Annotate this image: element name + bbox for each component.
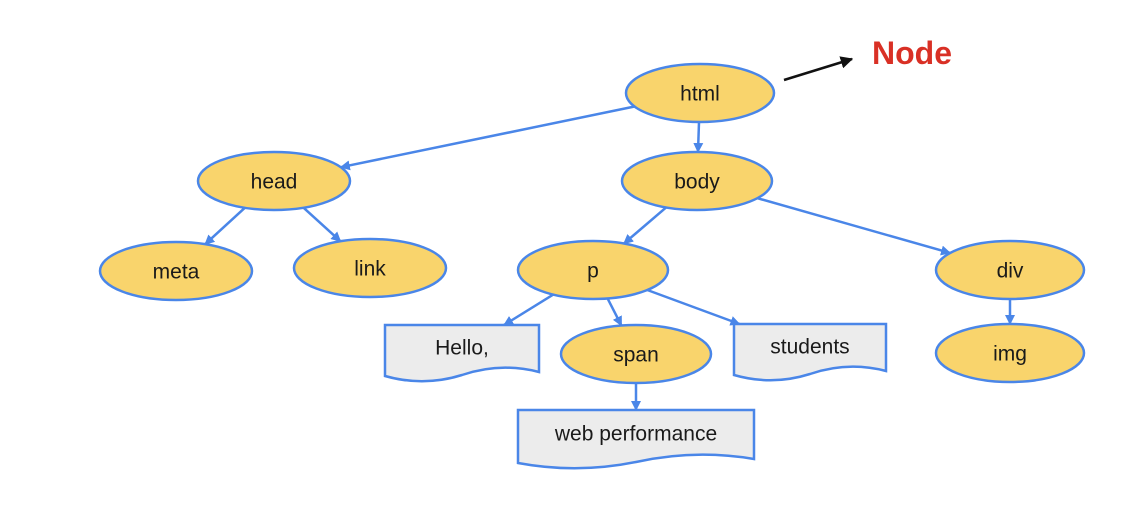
node-label: html — [680, 83, 720, 106]
node-label: span — [613, 344, 659, 367]
node-html: html — [624, 62, 776, 124]
node-webperf: web performance — [516, 408, 756, 470]
node-label: meta — [153, 261, 200, 284]
edges — [204, 105, 1015, 411]
node-body: body — [620, 150, 774, 212]
element-node-shape — [516, 239, 670, 301]
node-label: div — [997, 260, 1024, 283]
text-node-shape — [383, 323, 541, 383]
node-link: link — [292, 237, 448, 299]
edge-html-to-body — [693, 121, 704, 154]
node-label: img — [993, 343, 1027, 366]
callout-label: Node — [872, 35, 952, 71]
element-node-shape — [934, 239, 1086, 301]
node-students: students — [732, 322, 888, 382]
text-node-shape — [732, 322, 888, 382]
edge-body-to-p — [623, 206, 667, 245]
node-label: Hello, — [435, 337, 489, 360]
node-label: web performance — [554, 423, 717, 446]
edge-p-to-hello — [503, 293, 554, 327]
element-node-shape — [620, 150, 774, 212]
node-label: p — [587, 260, 599, 283]
element-node-shape — [196, 150, 352, 212]
node-hello: Hello, — [383, 323, 541, 383]
element-node-shape — [98, 240, 254, 302]
node-label: body — [674, 171, 720, 194]
node-div: div — [934, 239, 1086, 301]
edge-p-to-students — [646, 288, 741, 326]
node-head: head — [196, 150, 352, 212]
edge-head-to-link — [302, 206, 342, 243]
node-p: p — [516, 239, 670, 301]
edge-body-to-div — [757, 196, 952, 256]
edge-p-to-span — [606, 297, 623, 327]
element-node-shape — [624, 62, 776, 124]
node-meta: meta — [98, 240, 254, 302]
edge-html-to-head — [339, 105, 635, 171]
element-node-shape — [292, 237, 448, 299]
element-node-shape — [559, 323, 713, 385]
text-node-shape — [516, 408, 756, 470]
element-node-shape — [934, 322, 1086, 384]
node-label: head — [251, 171, 298, 194]
node-span: span — [559, 323, 713, 385]
node-img: img — [934, 322, 1086, 384]
node-label: students — [770, 336, 849, 359]
node-label: link — [354, 258, 386, 281]
node-callout: Node — [783, 35, 952, 82]
callout-arrow — [783, 56, 854, 82]
edge-head-to-meta — [204, 206, 246, 246]
